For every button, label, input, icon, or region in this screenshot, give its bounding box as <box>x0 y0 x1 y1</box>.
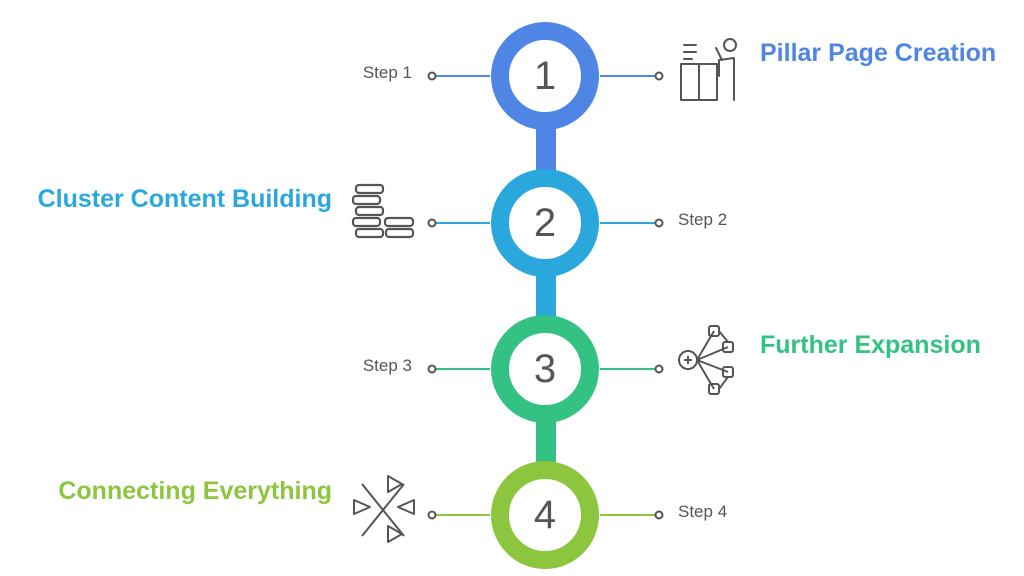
step-3-label: Step 3 <box>362 356 412 375</box>
step-2-circle <box>491 169 599 277</box>
step-2-node: 2 <box>427 169 664 277</box>
step-4-title: Connecting Everything <box>58 477 332 505</box>
network-expand-icon <box>678 325 734 395</box>
step-1-node: 1 <box>427 22 664 130</box>
step-1-label: Step 1 <box>362 63 412 82</box>
connector-2-3 <box>536 276 556 316</box>
step-4-label: Step 4 <box>678 502 728 521</box>
step-2-label: Step 2 <box>678 210 728 229</box>
connector-3-4 <box>536 422 556 462</box>
step-1-title: Pillar Page Creation <box>760 39 997 67</box>
converging-arrows-icon <box>353 475 415 543</box>
stacked-blocks-icon <box>351 183 415 239</box>
step-2-number: 2 <box>534 201 556 245</box>
step-1-circle <box>491 22 599 130</box>
step-3-number: 3 <box>534 347 556 391</box>
step-1-number: 1 <box>534 54 556 98</box>
step-2-title: Cluster Content Building <box>37 185 332 213</box>
step-4-circle <box>491 461 599 569</box>
step-4-node: 4 <box>427 461 664 569</box>
step-3-title: Further Expansion <box>760 331 981 359</box>
step-4-number: 4 <box>534 493 556 537</box>
step-3-circle <box>491 315 599 423</box>
step-3-node: 3 <box>427 315 664 423</box>
connector-1-2 <box>536 128 556 170</box>
person-at-desk-icon <box>680 38 737 101</box>
